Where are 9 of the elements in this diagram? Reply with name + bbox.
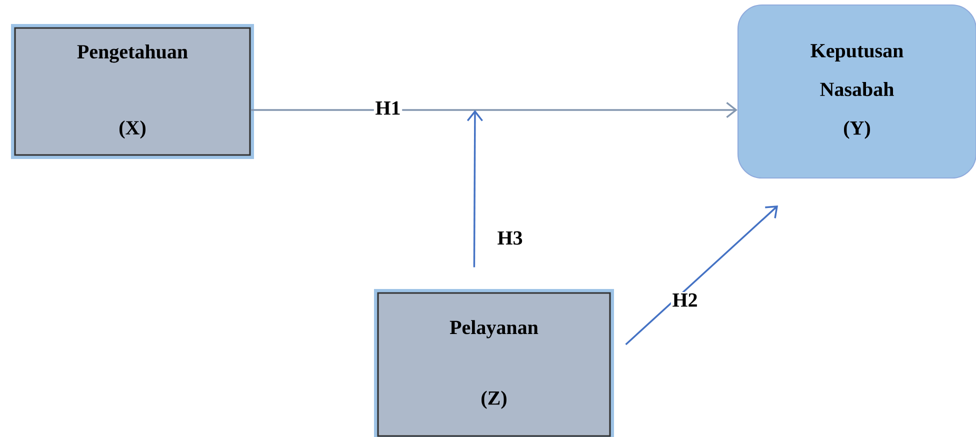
arrow (250, 102, 738, 118)
edge-label: H2 (670, 292, 700, 308)
variable-box: Keputusan Nasabah (Y) (737, 4, 976, 179)
arrow (466, 110, 483, 268)
variable-box: Pengetahuan (X) (11, 24, 254, 159)
edge-label: H1 (374, 100, 402, 116)
arrow (625, 206, 778, 346)
edge-label: H3 (496, 230, 524, 246)
variable-box: Pelayanan (Z) (374, 289, 614, 437)
